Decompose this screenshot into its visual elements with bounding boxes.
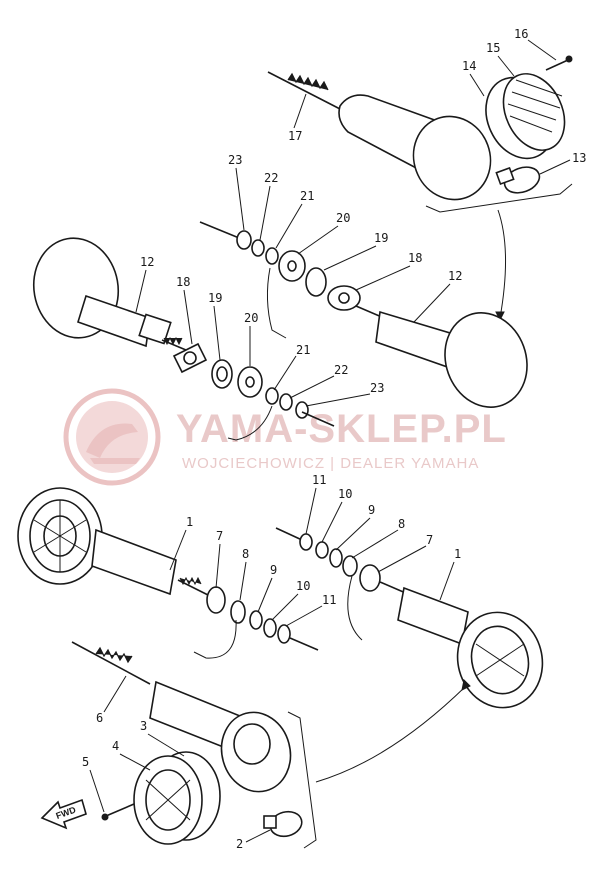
callout-19a: 19 bbox=[374, 231, 388, 245]
lens-15 bbox=[502, 73, 566, 151]
callout-8a: 8 bbox=[242, 547, 249, 561]
nut-11 bbox=[277, 624, 291, 644]
grommet-19b bbox=[305, 267, 327, 297]
callout-12a: 12 bbox=[448, 269, 462, 283]
callout-21b: 21 bbox=[296, 343, 310, 357]
washer-9b bbox=[329, 548, 343, 568]
callouts: 16 15 14 13 17 23 22 21 20 19 18 12 12 1… bbox=[82, 27, 586, 851]
callout-7b: 7 bbox=[426, 533, 433, 547]
watermark: YAMA-SKLEP.PL WOJCIECHOWICZ | DEALER YAM… bbox=[63, 388, 507, 486]
stay-bracket-18 bbox=[172, 342, 208, 374]
nut-7b bbox=[359, 564, 381, 592]
rear-right-flasher-assembly bbox=[267, 55, 573, 322]
forward-arrow-icon bbox=[40, 798, 87, 830]
grommet-19 bbox=[211, 359, 233, 389]
callout-21a: 21 bbox=[300, 189, 314, 203]
lens-4 bbox=[133, 755, 203, 845]
watermark-subtitle: WOJCIECHOWICZ | DEALER YAMAHA bbox=[182, 455, 479, 472]
callout-10b: 10 bbox=[338, 487, 352, 501]
callout-9b: 9 bbox=[368, 503, 375, 517]
grommet-8 bbox=[230, 600, 246, 624]
flasher-stud-17 bbox=[267, 71, 343, 111]
callout-11a: 11 bbox=[322, 593, 336, 607]
grommet-8b bbox=[342, 555, 358, 577]
callout-16: 16 bbox=[514, 27, 528, 41]
callout-11b: 11 bbox=[312, 473, 326, 487]
washer-10b bbox=[315, 541, 329, 559]
washer-10 bbox=[263, 618, 277, 638]
callout-10a: 10 bbox=[296, 579, 310, 593]
rear-left-flasher-assembly bbox=[17, 487, 319, 659]
front-left-flasher-assembly bbox=[32, 237, 335, 441]
callout-23b: 23 bbox=[370, 381, 384, 395]
watermark-title: YAMA-SKLEP.PL bbox=[176, 407, 507, 451]
callout-22a: 22 bbox=[264, 171, 278, 185]
callout-18a: 18 bbox=[408, 251, 422, 265]
callout-17: 17 bbox=[288, 129, 302, 143]
lens-screw-16 bbox=[545, 55, 573, 71]
washer-20b bbox=[278, 250, 306, 282]
callout-19b: 19 bbox=[208, 291, 222, 305]
spring-washer-21b bbox=[265, 247, 279, 265]
callout-15: 15 bbox=[486, 41, 500, 55]
callout-5: 5 bbox=[82, 755, 89, 769]
callout-2: 2 bbox=[236, 837, 243, 851]
washer-22 bbox=[279, 393, 293, 411]
front-right-lower-flasher-assembly bbox=[275, 527, 544, 709]
callout-23a: 23 bbox=[228, 153, 242, 167]
front-right-flasher-assembly bbox=[199, 221, 528, 408]
callout-12b: 12 bbox=[140, 255, 154, 269]
callout-14: 14 bbox=[462, 59, 476, 73]
callout-13: 13 bbox=[572, 151, 586, 165]
callout-9a: 9 bbox=[270, 563, 277, 577]
yamaha-tuning-fork-logo-icon bbox=[63, 388, 161, 486]
rear-bottom-flasher-assembly bbox=[71, 641, 471, 849]
callout-22b: 22 bbox=[334, 363, 348, 377]
callout-8b: 8 bbox=[398, 517, 405, 531]
bulb-13 bbox=[495, 166, 541, 194]
callout-7a: 7 bbox=[216, 529, 223, 543]
forward-direction-marker: FWD bbox=[40, 798, 87, 830]
washer-20 bbox=[237, 366, 263, 398]
nut-11b bbox=[299, 533, 313, 551]
bulb-2 bbox=[263, 810, 303, 838]
callout-1b: 1 bbox=[454, 547, 461, 561]
callout-20a: 20 bbox=[336, 211, 350, 225]
callout-20b: 20 bbox=[244, 311, 258, 325]
nut-7 bbox=[206, 586, 226, 614]
spring-washer-21 bbox=[265, 387, 279, 405]
callout-18b: 18 bbox=[176, 275, 190, 289]
washer-22b bbox=[251, 239, 265, 257]
washer-9 bbox=[249, 610, 263, 630]
callout-6: 6 bbox=[96, 711, 103, 725]
callout-1a: 1 bbox=[186, 515, 193, 529]
stay-bracket-18b bbox=[327, 285, 361, 311]
callout-4: 4 bbox=[112, 739, 119, 753]
nut-23b bbox=[236, 230, 252, 250]
callout-3: 3 bbox=[140, 719, 147, 733]
nut-23 bbox=[295, 401, 309, 419]
